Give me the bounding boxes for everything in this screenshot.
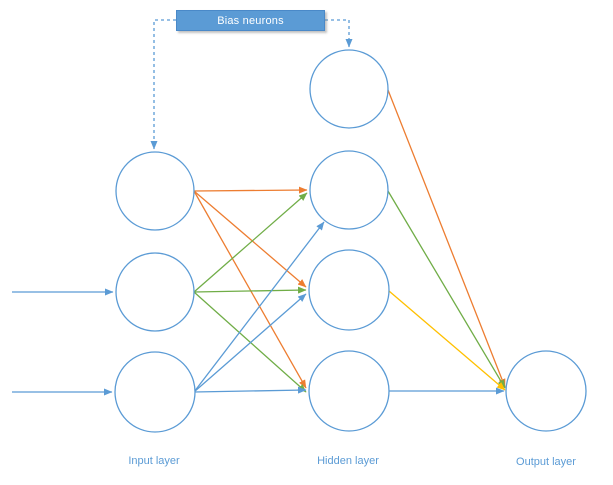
edge-hidden1-to-output [387,190,506,389]
input-layer-label: Input layer [128,455,180,467]
edge-input1-to-hidden1 [193,186,308,194]
node-hidden-bias [309,49,389,129]
edge-input1-to-hidden3 [193,190,307,389]
node-input-1 [115,151,195,231]
node-input-3 [114,351,196,433]
hidden-layer-label: Hidden layer [317,455,379,467]
edge-input3-to-hidden3 [193,386,307,394]
bias-connector-left [150,19,176,150]
node-hidden-3 [308,350,390,432]
edge-input3-to-hidden1 [193,221,325,393]
edge-input2-to-hidden1 [193,192,308,293]
edge-input3-to-hidden2 [193,293,307,393]
bias-neurons-label: Bias neurons [217,14,284,27]
edge-hidden2-to-output [388,290,506,391]
node-hidden-1 [309,150,389,230]
node-hidden-2 [308,249,390,331]
node-output-1 [505,350,587,432]
edge-input2-to-hidden2 [193,286,307,294]
node-input-2 [115,252,195,332]
edge-hiddenbias-to-output [387,89,506,388]
edge-input2-to-hidden3 [193,291,307,393]
bias-neurons-box: Bias neurons [176,10,325,31]
bias-connector-right [325,19,353,48]
edge-input1-to-hidden2 [193,190,307,288]
output-layer-label: Output layer [516,456,576,468]
